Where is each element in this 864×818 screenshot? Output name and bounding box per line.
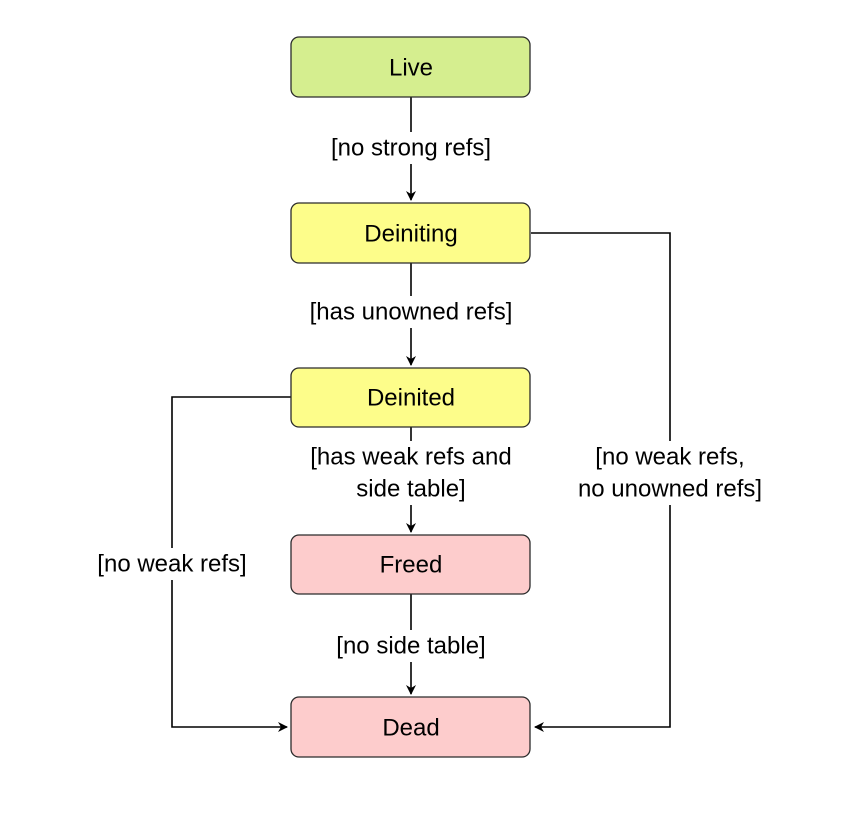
edge-label-no-weak-refs: [no weak refs] [80, 548, 264, 580]
svg-text:Deinited: Deinited [367, 385, 455, 412]
svg-text:[no weak refs]: [no weak refs] [97, 551, 246, 578]
state-freed: Freed [290, 534, 531, 595]
edge-label-has-weak-refs-and-side-table: [has weak refs and side table] [287, 441, 535, 505]
svg-text:side table]: side table] [356, 476, 465, 503]
svg-text:[has weak refs and: [has weak refs and [310, 444, 511, 471]
edge-label-no-strong-refs: [no strong refs] [310, 132, 512, 164]
svg-text:Deiniting: Deiniting [364, 221, 457, 248]
svg-text:Live: Live [389, 55, 433, 82]
state-deiniting: Deiniting [290, 202, 531, 264]
svg-text:[no strong refs]: [no strong refs] [331, 135, 491, 162]
state-dead: Dead [290, 696, 531, 758]
svg-text:Freed: Freed [380, 552, 443, 579]
svg-text:Dead: Dead [382, 715, 439, 742]
svg-text:[no weak refs,: [no weak refs, [595, 444, 744, 471]
edge-label-has-unowned-refs: [has unowned refs] [292, 296, 532, 328]
svg-text:[no side table]: [no side table] [336, 633, 485, 660]
edge-label-no-side-table: [no side table] [318, 630, 504, 662]
state-deinited: Deinited [290, 367, 531, 428]
svg-text:no unowned refs]: no unowned refs] [578, 476, 762, 503]
svg-text:[has unowned refs]: [has unowned refs] [310, 299, 513, 326]
edge-label-no-weak-refs-no-unowned-refs: [no weak refs, no unowned refs] [558, 441, 782, 505]
state-live: Live [290, 36, 531, 98]
